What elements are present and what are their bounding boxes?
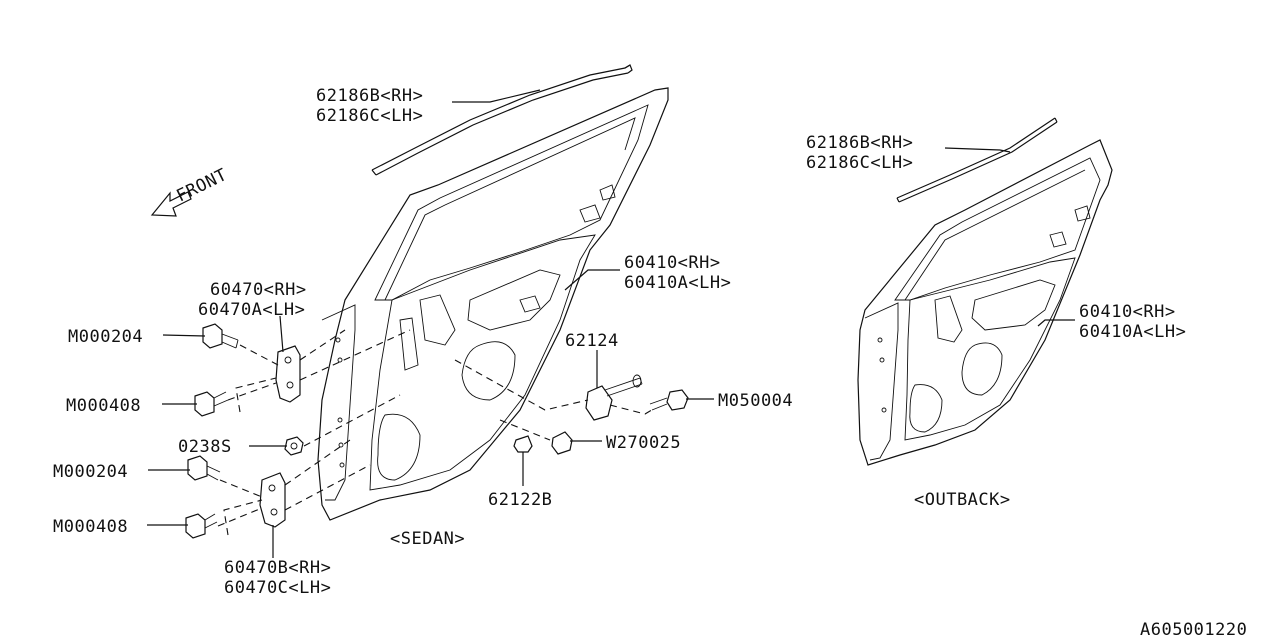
grommet-label: 62122B — [488, 490, 552, 510]
nut-label: 0238S — [178, 437, 232, 457]
outback-weather-strip — [896, 117, 1058, 203]
checker-label: 62124 — [565, 331, 619, 351]
outback-door-panel — [857, 139, 1113, 466]
sedan-door-panel — [317, 87, 669, 521]
grommet-icon — [513, 435, 533, 453]
bolt-4-label: M000408 — [53, 517, 128, 537]
door-checker-part — [585, 374, 643, 421]
front-label: FRONT — [173, 165, 230, 207]
bolt-3-label: M000204 — [53, 462, 128, 482]
bolt-icon — [194, 391, 229, 417]
upper-hinge-part — [275, 345, 301, 403]
checker-bolt-label: M050004 — [718, 391, 793, 411]
bolt-1-label: M000204 — [68, 327, 143, 347]
door-panel-outback-lh-label: 60410A<LH> — [1079, 322, 1186, 342]
nut-icon — [284, 436, 304, 456]
door-panel-sedan-lh-label: 60410A<LH> — [624, 273, 731, 293]
plug-icon — [551, 431, 573, 455]
bolt-icon — [649, 389, 689, 411]
door-panel-sedan-rh-label: 60410<RH> — [624, 253, 721, 273]
bolt-icon — [202, 323, 239, 349]
leader-lines — [147, 89, 1075, 558]
sedan-caption: <SEDAN> — [390, 529, 465, 549]
lower-hinge-part — [259, 472, 286, 528]
diagram-id: A605001220 — [1140, 620, 1247, 640]
plug-label: W270025 — [606, 433, 681, 453]
upper-hinge-lh-label: 60470A<LH> — [198, 300, 305, 320]
bolt-icon — [185, 513, 218, 539]
weather-strip-outback-rh-label: 62186B<RH> — [806, 133, 913, 153]
bolt-icon — [187, 455, 221, 481]
assembly-lines — [217, 329, 656, 536]
door-panel-outback-rh-label: 60410<RH> — [1079, 302, 1176, 322]
weather-strip-sedan-lh-label: 62186C<LH> — [316, 106, 423, 126]
upper-hinge-rh-label: 60470<RH> — [210, 280, 307, 300]
weather-strip-outback-lh-label: 62186C<LH> — [806, 153, 913, 173]
bolt-2-label: M000408 — [66, 396, 141, 416]
sedan-weather-strip — [371, 64, 633, 176]
lower-hinge-lh-label: 60470C<LH> — [224, 578, 331, 598]
outback-caption: <OUTBACK> — [914, 490, 1011, 510]
lower-hinge-rh-label: 60470B<RH> — [224, 558, 331, 578]
front-arrow-icon — [150, 191, 192, 217]
weather-strip-sedan-rh-label: 62186B<RH> — [316, 86, 423, 106]
